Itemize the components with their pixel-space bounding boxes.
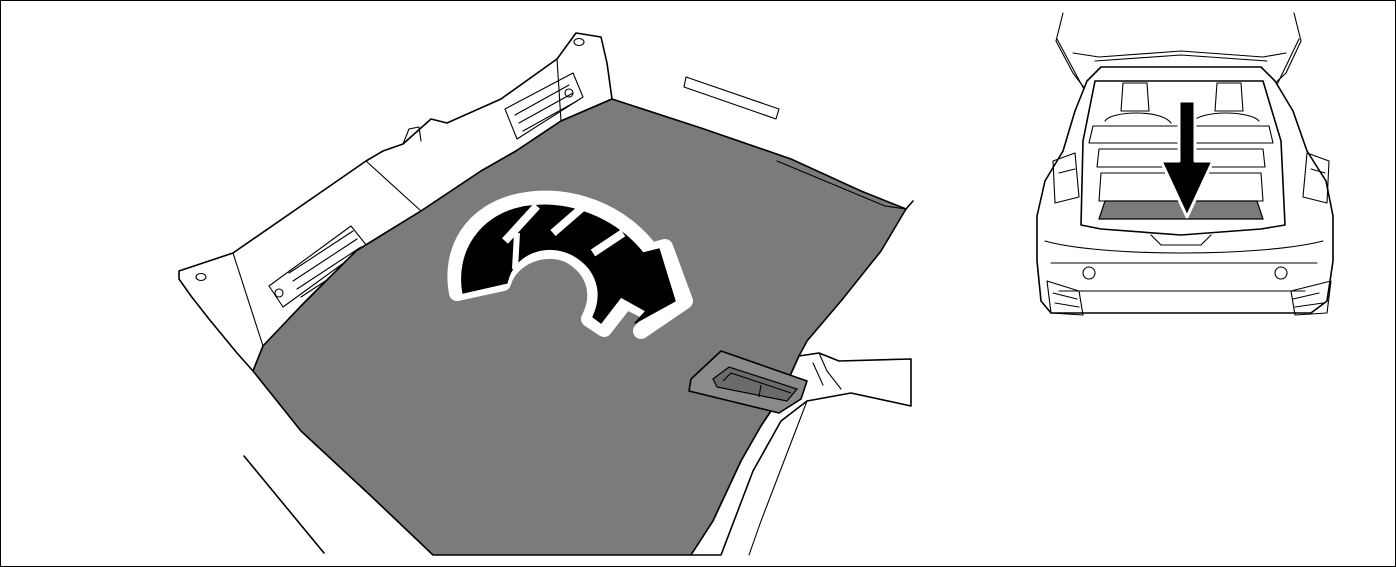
trunk-main-view [179,33,913,555]
trunk-floor-panel [253,99,906,555]
vehicle-rear-inset [1037,13,1333,315]
